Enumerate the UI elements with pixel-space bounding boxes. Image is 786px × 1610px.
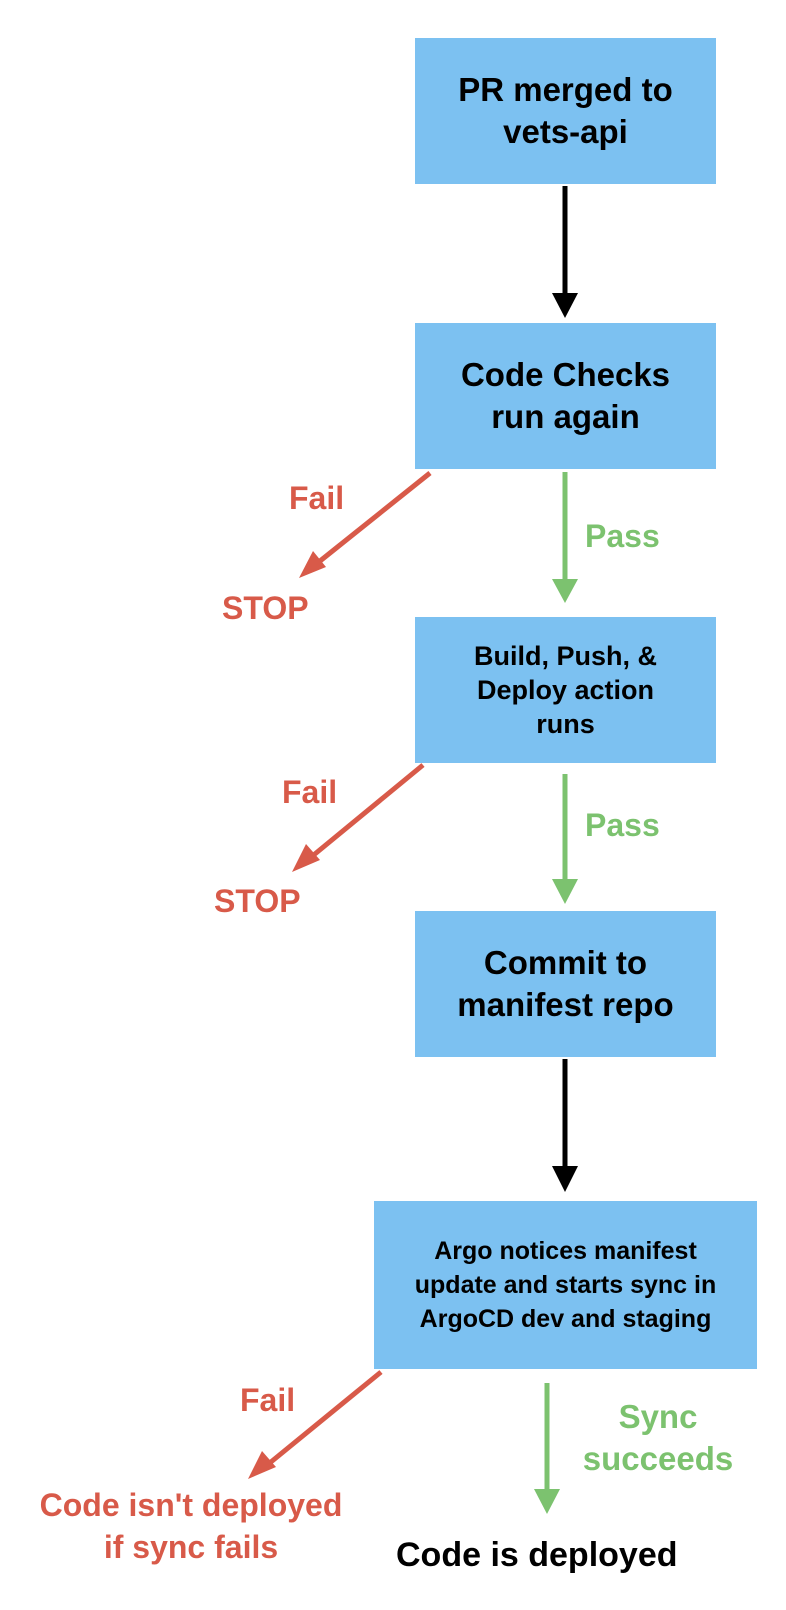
node-commit-manifest: Commit to manifest repo [415,911,716,1057]
label-fail-2: Fail [282,774,338,810]
arrowhead-build-pass [552,879,578,904]
node-pr-merged: PR merged to vets-api [415,38,716,184]
node-argo-sync: Argo notices manifest update and starts … [374,1201,757,1369]
label-stop-1: STOP [222,590,309,626]
label-stop-2: STOP [214,883,301,919]
label-fail-3: Fail [240,1382,296,1418]
label-code-deployed: Code is deployed [396,1536,678,1574]
arrow-sync-fail [264,1370,383,1468]
node-code-checks: Code Checks run again [415,323,716,469]
arrowhead-commit-to-argo [552,1166,578,1192]
arrowhead-checks-pass [552,579,578,603]
label-sync-succeeds: Sync succeeds [582,1398,734,1477]
arrowhead-checks-fail [299,551,326,578]
label-code-not-deployed: Code isn't deployed if sync fails [39,1487,343,1565]
label-pass-2: Pass [585,807,660,843]
label-pass-1: Pass [585,518,660,554]
arrow-checks-fail [313,471,432,567]
node-build-push-deploy: Build, Push, & Deploy action runs [415,617,716,763]
arrowhead-sync-success [534,1489,560,1514]
arrow-build-fail [308,763,425,860]
arrowhead-merge-to-checks [552,293,578,318]
arrowhead-sync-fail [248,1451,276,1479]
arrowhead-build-fail [292,844,320,872]
label-fail-1: Fail [289,480,345,516]
